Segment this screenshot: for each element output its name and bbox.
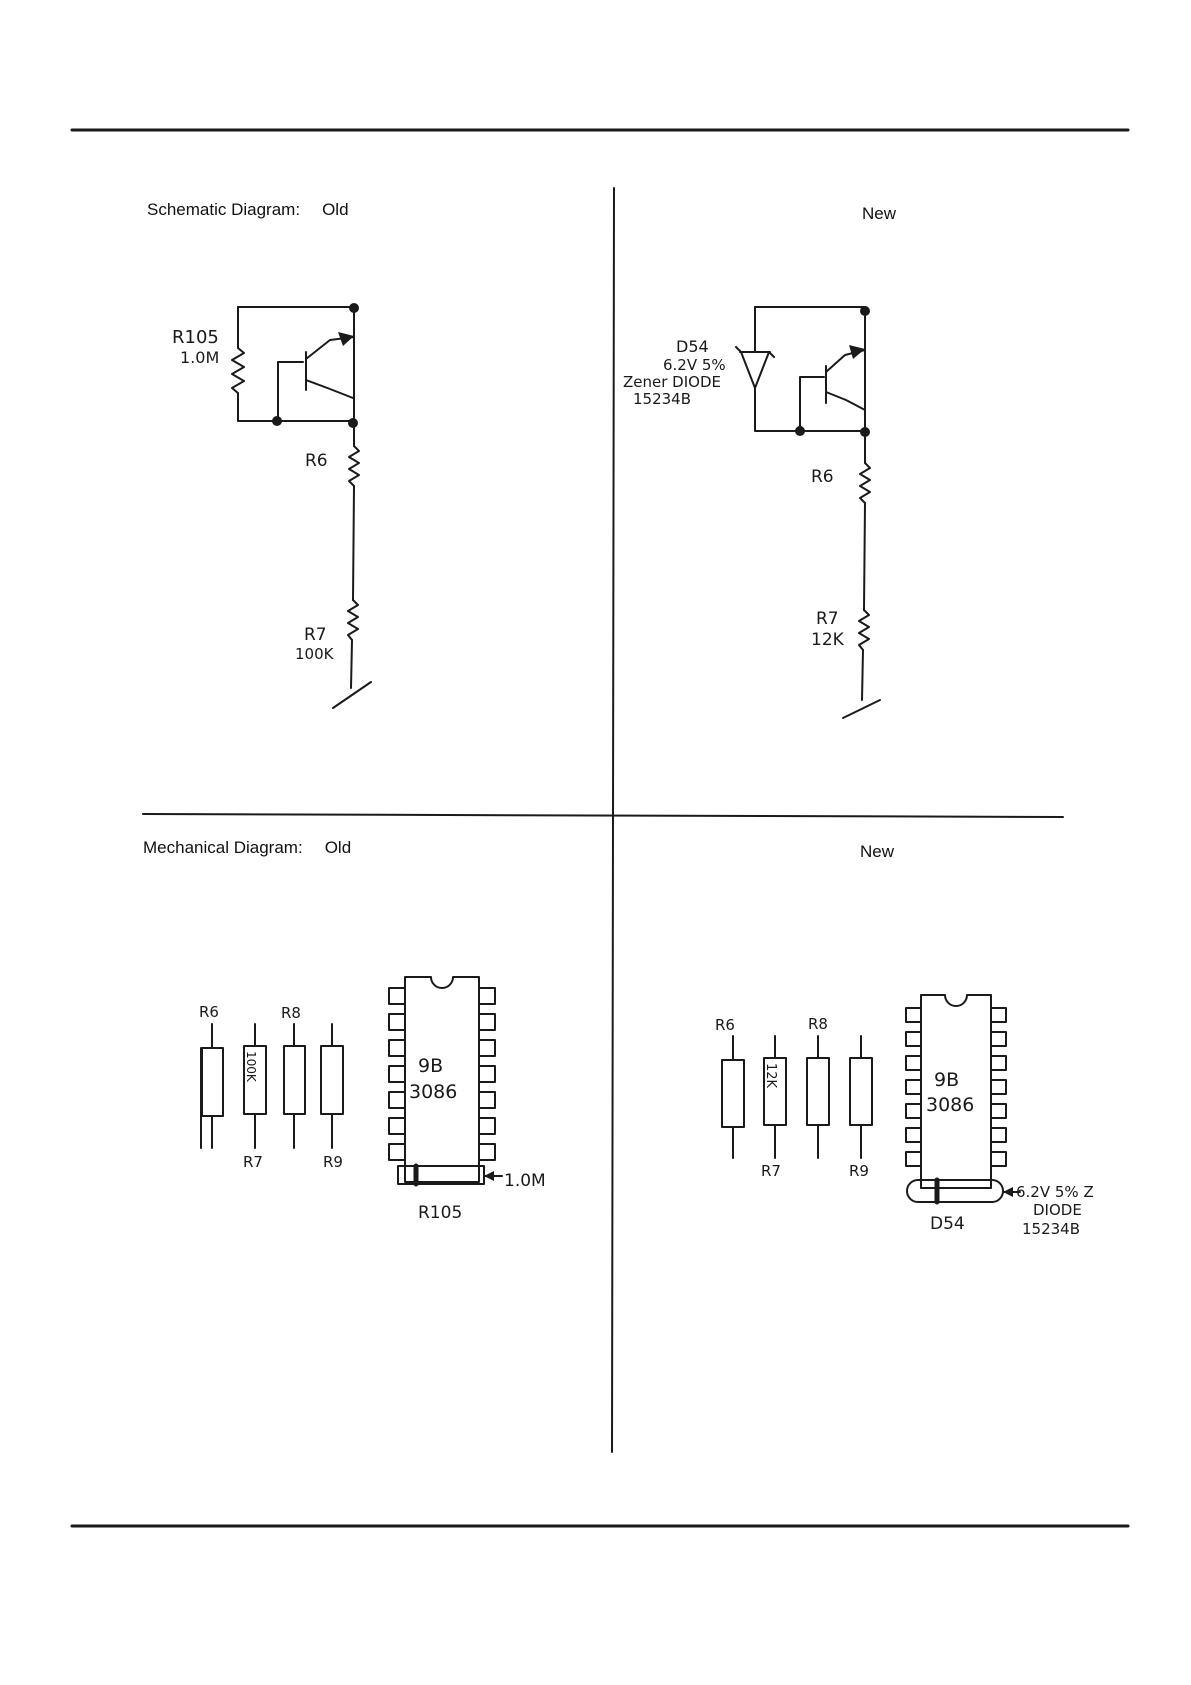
mech-old-arrow-head [484, 1171, 494, 1181]
new-emitter-arrow [849, 345, 865, 359]
new-left-wire-lower [755, 388, 865, 431]
d54-zener-symbol [736, 347, 774, 388]
mech-new-d54-type: DIODE [1033, 1201, 1082, 1219]
sch-old-r7-value: 100K [295, 645, 335, 663]
mech-old-r6 [202, 1048, 223, 1116]
mech-old-ic-pins-left [389, 988, 405, 1160]
sch-new-d54-part: 15234B [633, 390, 691, 408]
mech-old-r7-ref: R7 [243, 1153, 263, 1171]
sch-new-d54-ref: D54 [676, 337, 709, 356]
mech-old-ic-line1: 9B [418, 1055, 443, 1077]
mech-new-ic-pins-left [906, 1008, 921, 1166]
mech-new-r9-ref: R9 [849, 1162, 869, 1180]
new-lower-wire [862, 650, 863, 700]
mech-new-r8-ref: R8 [808, 1015, 828, 1033]
mech-old-r8-ref: R8 [281, 1004, 301, 1022]
mech-old-r105-value: 1.0M [504, 1171, 546, 1191]
mech-old-ic-pins-right [479, 988, 495, 1160]
sch-old-r6-ref: R6 [305, 451, 328, 471]
sch-old-r105-ref: R105 [172, 327, 219, 348]
mech-new-arrow-head [1003, 1187, 1013, 1197]
old-junction-left [272, 416, 282, 426]
new-mid-wire [864, 503, 865, 610]
old-junction-right [348, 418, 358, 428]
mech-new-ic-body [921, 995, 991, 1188]
old-transistor-collector [306, 380, 353, 398]
mech-new-r7-ref: R7 [761, 1162, 781, 1180]
mech-new-ic-pins-right [991, 1008, 1006, 1166]
mech-old-r6-ref: R6 [199, 1003, 219, 1021]
r7-new-resistor-symbol [859, 610, 869, 650]
r6-new-resistor-symbol [860, 463, 870, 503]
schematic-new-circuit [736, 307, 880, 718]
mech-old-r9-b [321, 1046, 343, 1114]
mech-new-ic-line1: 9B [934, 1069, 959, 1091]
mech-old-r9-a [284, 1046, 305, 1114]
new-transistor-base [800, 377, 824, 431]
horizontal-divider [143, 814, 1063, 817]
r105-resistor-symbol [232, 348, 244, 393]
mech-old-ic-line2: 3086 [409, 1081, 457, 1103]
mech-old-r7-value: 100K [244, 1051, 258, 1083]
old-junction-top [349, 303, 359, 313]
new-ground-symbol [843, 700, 880, 718]
mech-old-r105-ref: R105 [418, 1203, 462, 1223]
mech-new-r6 [722, 1060, 744, 1127]
old-lower-wire [351, 640, 352, 688]
new-junction-left [795, 426, 805, 436]
vertical-divider [612, 188, 614, 1452]
mech-new-ic-line2: 3086 [926, 1094, 974, 1116]
sch-new-r7-value: 12K [811, 630, 845, 650]
mech-new-r9-a [807, 1058, 829, 1125]
sch-new-d54-spec: 6.2V 5% [663, 356, 726, 374]
new-junction-right [860, 427, 870, 437]
mech-old-ic-body [405, 977, 479, 1182]
mech-old-r9-ref: R9 [323, 1153, 343, 1171]
mech-new-r6-ref: R6 [715, 1016, 735, 1034]
sch-new-r6-ref: R6 [811, 467, 834, 487]
r7-old-resistor-symbol [348, 600, 358, 640]
old-left-wire-lower [238, 393, 353, 421]
mech-new-d54-part: 15234B [1022, 1220, 1080, 1238]
r6-old-resistor-symbol [349, 446, 359, 486]
sch-old-r7-ref: R7 [304, 625, 327, 645]
old-transistor-base [278, 362, 303, 421]
old-mid-wire [353, 486, 354, 600]
sch-old-r105-value: 1.0M [180, 348, 219, 367]
mech-new-d54-ref: D54 [930, 1214, 965, 1234]
mech-new-r7-value: 12K [763, 1063, 778, 1089]
sch-new-r7-ref: R7 [816, 609, 839, 629]
mech-new-r9-b [850, 1058, 872, 1125]
new-junction-top [860, 306, 870, 316]
sch-new-d54-type: Zener DIODE [623, 373, 721, 391]
new-transistor-collector [826, 392, 865, 410]
mech-new-d54-spec: 6.2V 5% Z [1016, 1183, 1094, 1201]
